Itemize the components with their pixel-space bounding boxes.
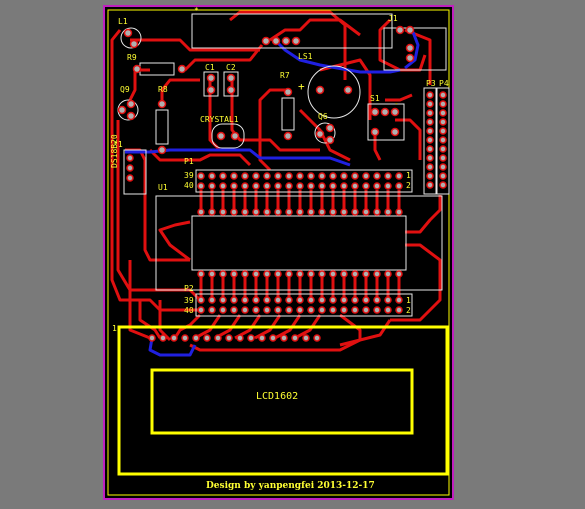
jack-j1-outline bbox=[383, 27, 447, 71]
header-p4-outline bbox=[436, 87, 450, 195]
marker-p1-2: 2 bbox=[406, 181, 411, 190]
label-ls1: LS1 bbox=[298, 52, 313, 61]
marker-p1-39: 39 bbox=[184, 171, 194, 180]
label-q6: Q6 bbox=[318, 112, 328, 121]
marker-star-left: *1 bbox=[113, 140, 123, 149]
lcd-pads bbox=[148, 334, 321, 342]
design-credit: Design by yanpengfei 2013-12-17 bbox=[206, 481, 375, 491]
p3-pads bbox=[426, 91, 434, 189]
buzzer-ls1-outline bbox=[307, 65, 361, 119]
label-r9: R9 bbox=[127, 53, 137, 62]
capacitor-c2-outline bbox=[223, 71, 239, 97]
red-traces bbox=[110, 10, 442, 352]
label-s1: S1 bbox=[370, 94, 380, 103]
label-r7: R7 bbox=[280, 71, 290, 80]
crystal1-outline bbox=[211, 123, 245, 149]
marker-p2-39: 39 bbox=[184, 296, 194, 305]
marker-p1-1: 1 bbox=[406, 171, 411, 180]
marker-plus: + bbox=[298, 80, 305, 93]
header-p2-outline bbox=[195, 293, 413, 317]
board-outline bbox=[103, 5, 454, 500]
label-j1: J1 bbox=[388, 14, 398, 23]
marker-p1-40: 40 bbox=[184, 181, 194, 190]
chip-u1-body bbox=[191, 215, 407, 271]
buzzer-ls1-frame bbox=[191, 13, 393, 49]
label-lcd1602: LCD1602 bbox=[256, 391, 299, 402]
switch-s1-outline bbox=[367, 103, 405, 141]
resistor-r7-outline bbox=[281, 97, 295, 131]
label-p3: P3 bbox=[426, 79, 436, 88]
transistor-q6-outline bbox=[314, 122, 336, 144]
p2-pads bbox=[197, 296, 403, 314]
pads bbox=[117, 25, 415, 182]
label-c1: C1 bbox=[205, 63, 215, 72]
capacitor-c1-outline bbox=[203, 71, 219, 97]
silkscreen bbox=[117, 13, 450, 317]
label-q9: Q9 bbox=[120, 85, 130, 94]
label-r8: R8 bbox=[158, 85, 168, 94]
label-p4: P4 bbox=[439, 79, 449, 88]
header-p3-outline bbox=[423, 87, 437, 195]
label-c2: C2 bbox=[226, 63, 236, 72]
label-crystal1: CRYSTAL1 bbox=[200, 115, 239, 124]
marker-minus: - bbox=[394, 99, 399, 108]
inductor-l1-outline bbox=[120, 27, 142, 49]
blue-traces bbox=[125, 31, 420, 357]
u1-bottom-pads bbox=[197, 270, 403, 278]
label-p1: P1 bbox=[184, 157, 194, 166]
chip-u1-outline bbox=[155, 195, 443, 291]
resistor-r8-outline bbox=[155, 109, 169, 145]
label-u1: U1 bbox=[158, 183, 168, 192]
marker-p2-1: 1 bbox=[406, 296, 411, 305]
board-keepout bbox=[107, 9, 450, 496]
p1-pads bbox=[197, 172, 403, 190]
label-l1: L1 bbox=[118, 17, 128, 26]
marker-lcd-pin1: 1 bbox=[112, 324, 117, 333]
label-p2: P2 bbox=[184, 284, 194, 293]
lcd-screen-outline bbox=[150, 368, 414, 435]
marker-p2-40: 40 bbox=[184, 306, 194, 315]
sensor-ds18b20-outline bbox=[123, 149, 147, 195]
marker-p2-2: 2 bbox=[406, 306, 411, 315]
u1-top-pads bbox=[197, 208, 403, 216]
p4-pads bbox=[439, 91, 447, 189]
marker-star-top: * bbox=[194, 6, 199, 15]
header-p1-outline bbox=[195, 169, 413, 193]
lcd-module-outline bbox=[117, 325, 449, 476]
header-pad-rows bbox=[148, 91, 447, 342]
